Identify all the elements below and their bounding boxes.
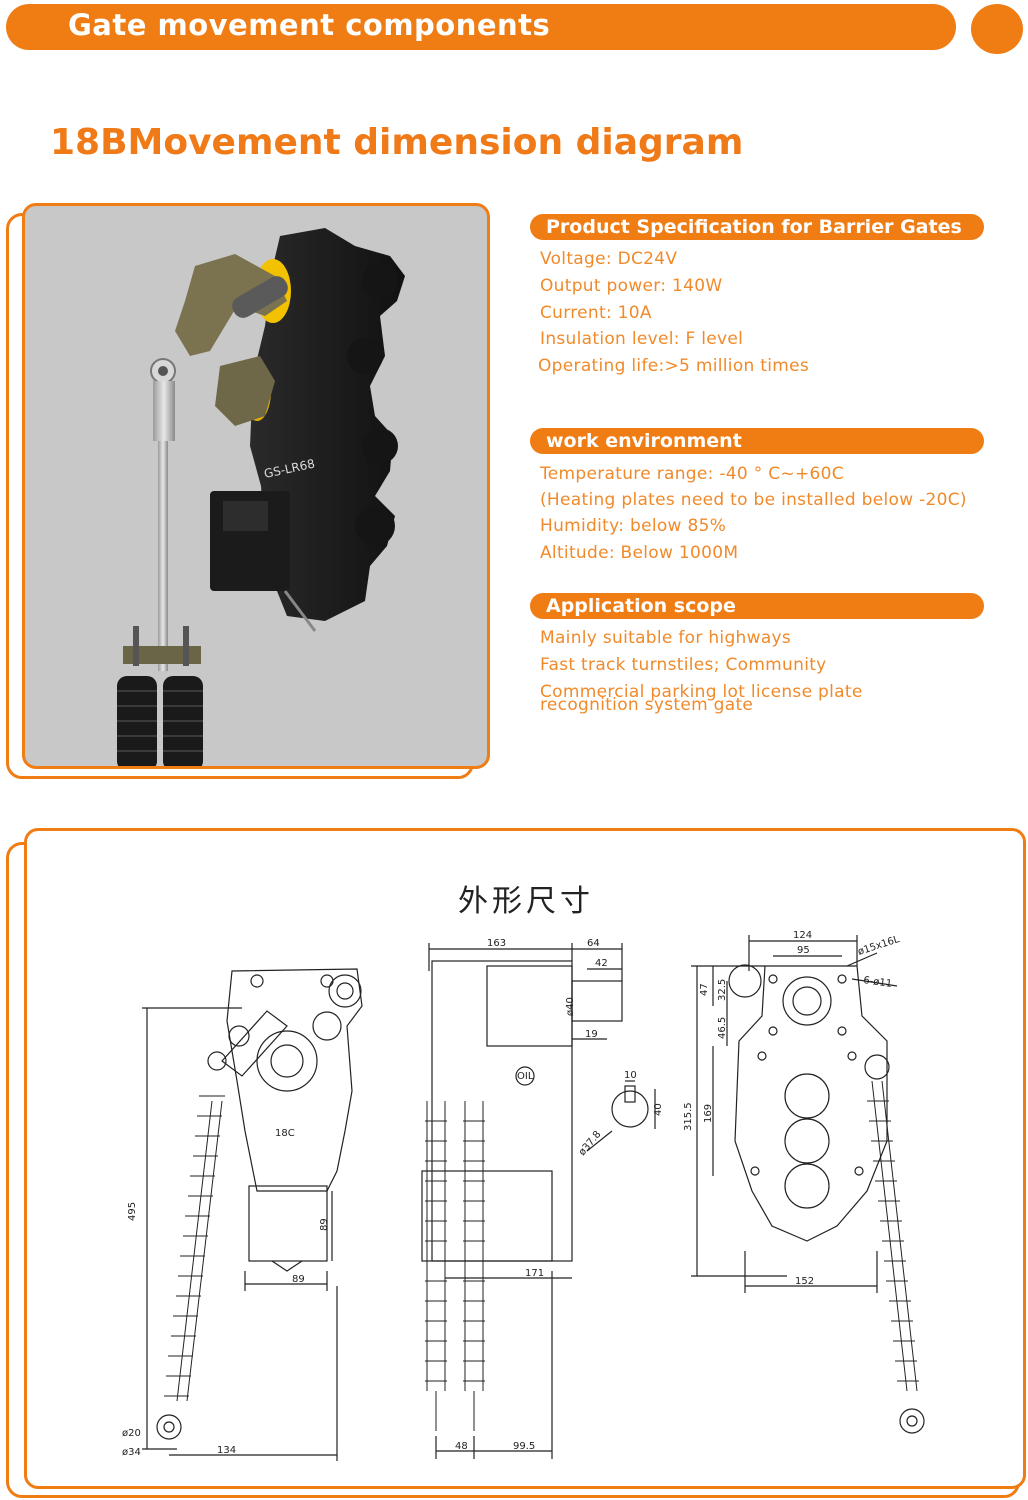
back-dim-46-5: 46.5: [717, 1017, 728, 1039]
front-dim-495: 495: [127, 1202, 138, 1221]
spec-title-application: Application scope: [530, 593, 984, 619]
side-dim-163: 163: [487, 938, 506, 949]
section-title: 18BMovement dimension diagram: [50, 122, 744, 163]
front-dim-134: 134: [217, 1445, 236, 1456]
side-dim-phi37-8: ø37.8: [577, 1129, 604, 1158]
back-dim-152: 152: [795, 1276, 814, 1287]
back-dim-32-5: 32.5: [717, 979, 728, 1001]
side-dim-48: 48: [455, 1441, 468, 1452]
side-dim-99-5: 99.5: [513, 1441, 535, 1452]
spec-voltage: Voltage: DC24V: [540, 249, 678, 269]
app-highways: Mainly suitable for highways: [540, 628, 792, 648]
side-dim-19: 19: [585, 1029, 598, 1040]
back-dim-315-5: 315.5: [683, 1102, 694, 1131]
product-photo: GS-LR68: [22, 203, 490, 769]
side-oil-label: OIL: [517, 1071, 534, 1082]
back-view: 124 95 ø15x16L 6-ø11 315.5 47 32.5 46.5 …: [683, 930, 925, 1434]
spec-insulation: Insulation level: F level: [540, 329, 744, 349]
app-recognition: recognition system gate: [540, 695, 754, 715]
env-altitude: Altitude: Below 1000M: [540, 543, 739, 563]
spec-title-product: Product Specification for Barrier Gates: [530, 214, 984, 240]
side-dim-40: 40: [653, 1103, 664, 1116]
back-dim-6x-phi11: 6-ø11: [863, 975, 893, 990]
env-heating-note: (Heating plates need to be installed bel…: [540, 490, 967, 510]
app-fast-track: Fast track turnstiles; Community: [540, 655, 827, 675]
front-dim-89: 89: [292, 1274, 305, 1285]
back-dim-95: 95: [797, 945, 810, 956]
side-dim-64: 64: [587, 938, 600, 949]
side-dim-phi40: ø40: [565, 997, 576, 1016]
back-dim-124: 124: [793, 930, 812, 941]
drawing-title: 外形尺寸: [458, 884, 594, 919]
env-temperature: Temperature range: -40 ° C~+60C: [540, 464, 844, 484]
env-humidity: Humidity: below 85%: [540, 516, 727, 536]
back-dim-hole: ø15x16L: [857, 934, 902, 958]
header-dot-decoration: [971, 4, 1023, 54]
back-dim-47: 47: [699, 983, 710, 996]
spec-output-power: Output power: 140W: [540, 276, 723, 296]
front-dim-89-vertical: 89: [319, 1218, 330, 1231]
side-dim-42: 42: [595, 958, 608, 969]
front-dim-phi20: ø20: [122, 1428, 141, 1439]
back-dim-169: 169: [703, 1104, 714, 1123]
front-18c-label: 18C: [275, 1128, 295, 1139]
side-dim-10: 10: [624, 1070, 637, 1081]
front-dim-phi34: ø34: [122, 1447, 141, 1458]
header-bar: [6, 4, 956, 50]
app-parking: Commercial parking lot license plate: [540, 682, 863, 702]
spec-current: Current: 10A: [540, 303, 652, 323]
side-view: OIL 163 64 42 ø40 19 171 48 99.5: [421, 938, 664, 1459]
spec-title-environment: work environment: [530, 428, 984, 454]
front-view: 18C 495 89 89 134 ø20 ø34: [122, 968, 363, 1461]
dimension-drawing: 18C 495 89 89 134 ø20 ø34: [24, 828, 1026, 1489]
side-dim-171: 171: [525, 1268, 544, 1279]
header-title: Gate movement components: [68, 8, 551, 42]
spec-operating-life: Operating life:>5 million times: [538, 356, 810, 376]
